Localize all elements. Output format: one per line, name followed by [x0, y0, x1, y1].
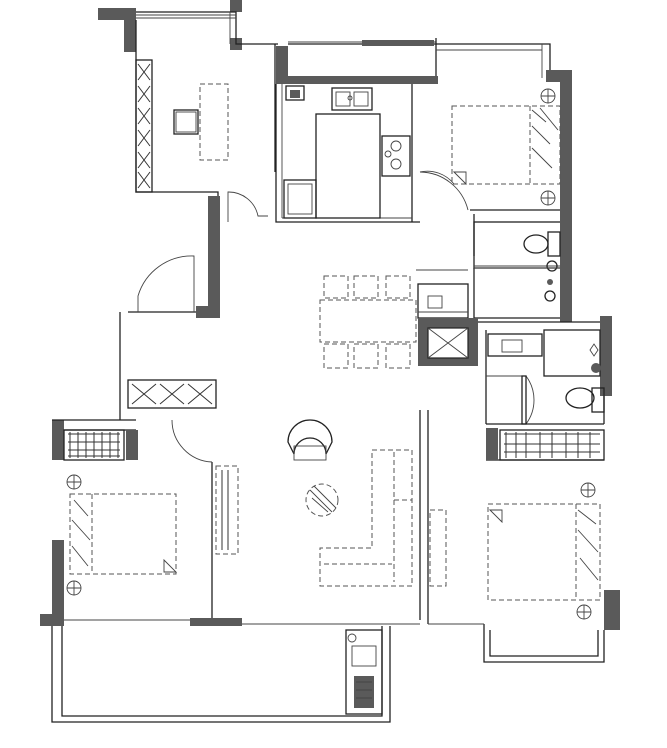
- dining-table: [319, 275, 417, 369]
- bathroom-2: [478, 316, 612, 425]
- vanity-icon: [417, 283, 469, 319]
- master-bedroom: [419, 43, 572, 256]
- balcony: [51, 618, 484, 723]
- front-door: [137, 255, 195, 312]
- side-cabinet: [429, 509, 447, 587]
- kitchen-counter: [315, 113, 381, 219]
- washing-machine-icon: [345, 629, 383, 715]
- bedroom-west: [40, 419, 213, 626]
- appliance-icon: [285, 85, 305, 101]
- shower-icon: [474, 267, 560, 302]
- bathroom-door-2: [486, 375, 535, 425]
- toilet-icon: [565, 387, 605, 413]
- desk: [173, 83, 229, 161]
- refrigerator-icon: [283, 179, 317, 219]
- wardrobe: [486, 428, 605, 461]
- bathroom-1: [416, 210, 572, 322]
- round-table-icon: [305, 483, 339, 517]
- bed-icon: [451, 88, 561, 206]
- bookshelf: [135, 59, 153, 193]
- bedroom-door-master: [419, 171, 469, 211]
- bed-icon: [487, 482, 601, 620]
- bedroom-east: [483, 423, 620, 663]
- study-room: [98, 0, 278, 222]
- living-dining-area: [119, 196, 447, 624]
- toilet-icon: [523, 231, 561, 272]
- bed-icon: [66, 474, 178, 596]
- kitchen: [275, 38, 455, 223]
- tv-cabinet: [127, 379, 217, 409]
- stove-icon: [381, 135, 411, 177]
- sofa-icon: [319, 449, 413, 587]
- utility-shaft: [418, 318, 478, 366]
- side-cabinet: [215, 465, 239, 555]
- bedroom-door-west: [171, 419, 213, 463]
- sink-icon: [487, 333, 543, 357]
- sink-icon: [331, 87, 373, 111]
- wardrobe: [63, 429, 138, 461]
- study-door: [227, 191, 268, 222]
- armchair-icon: [287, 419, 333, 461]
